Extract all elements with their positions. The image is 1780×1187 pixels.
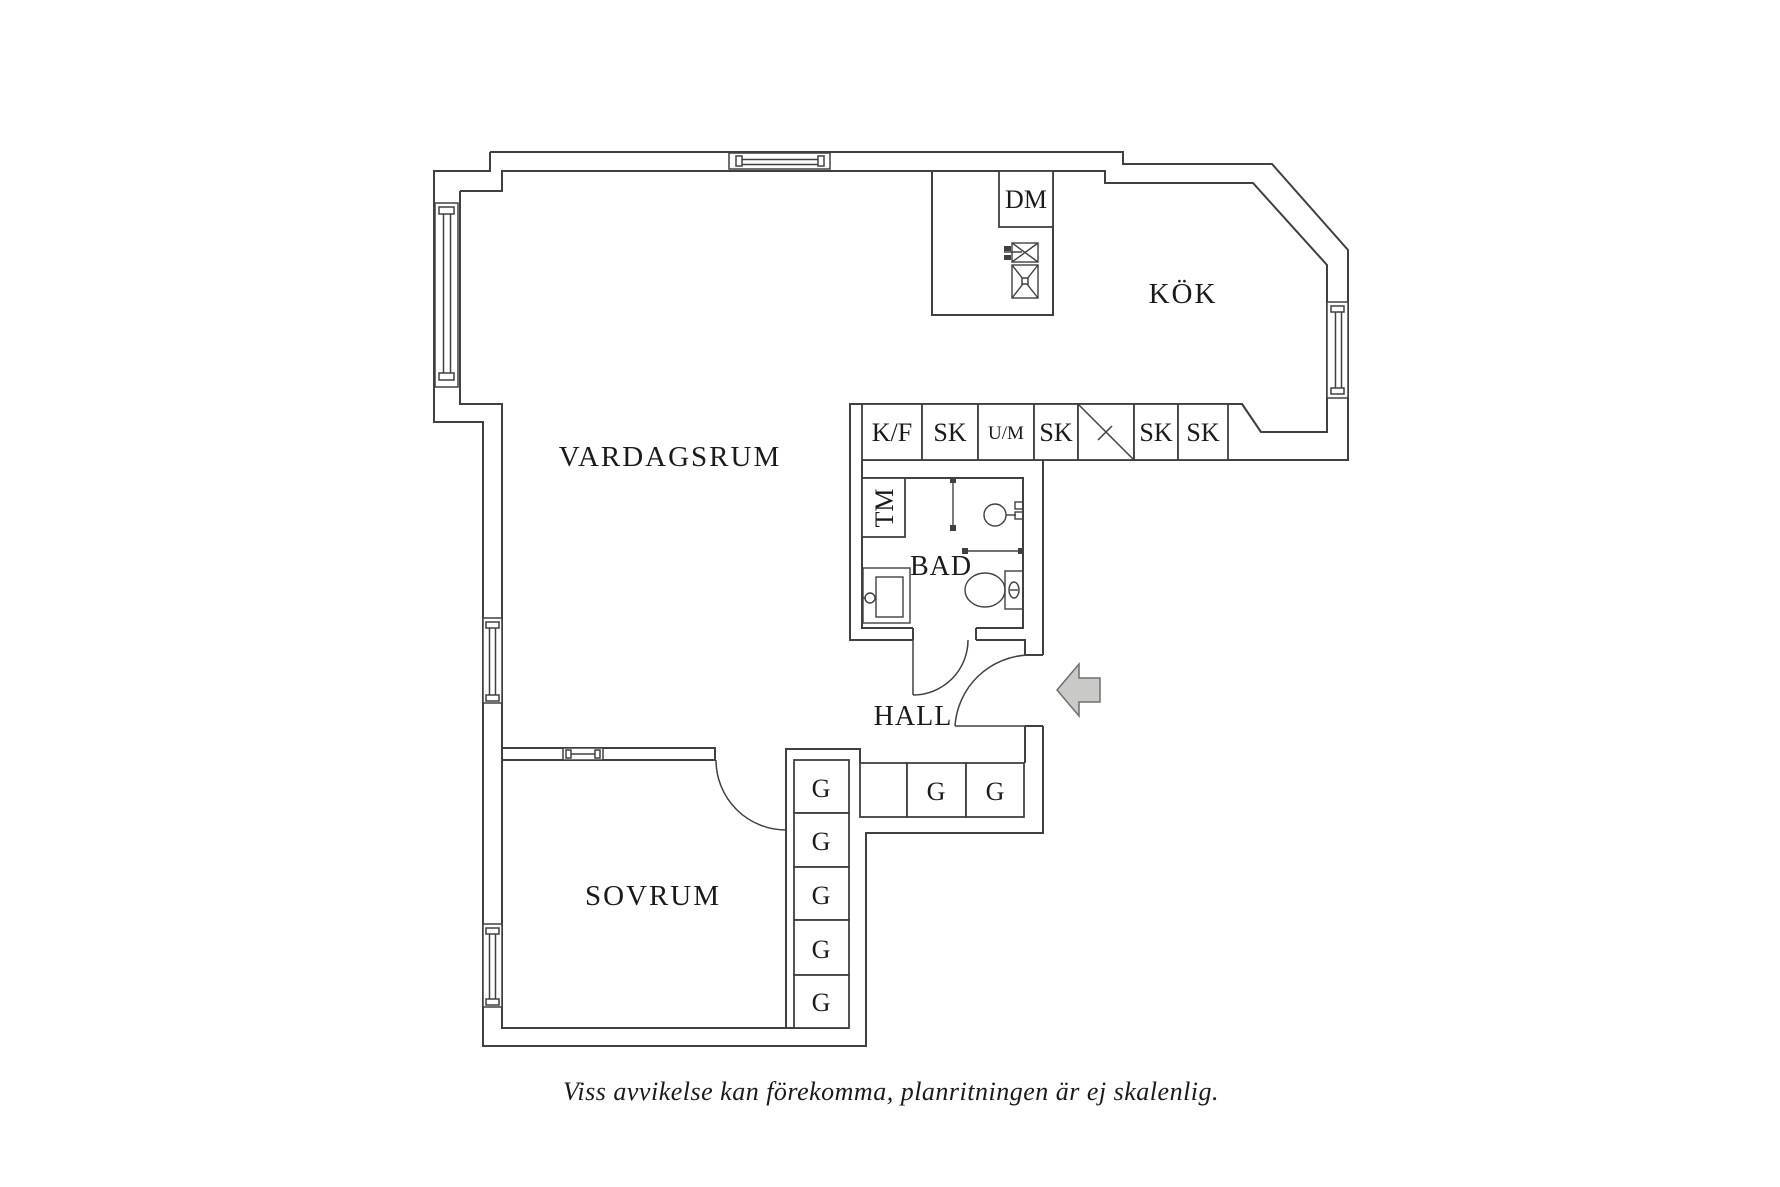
windows [434, 152, 1349, 1008]
closet-cell [861, 403, 923, 461]
diagonal-mark-icon [1077, 403, 1135, 461]
bathroom-door-icon [912, 639, 969, 696]
appliance-label-washing-machine: TM [870, 489, 899, 528]
wardrobe-cell [965, 762, 1025, 818]
kitchen-counter [931, 171, 1054, 316]
wardrobe-column-wall [785, 748, 861, 1028]
closet-cell [1133, 403, 1179, 461]
wardrobe-cell [793, 812, 850, 868]
wardrobe-label: G [927, 777, 946, 806]
toilet-icon [964, 570, 1024, 610]
wardrobe-cell [859, 762, 908, 818]
shower-screen [950, 477, 956, 531]
wardrobe-label: G [812, 988, 831, 1017]
doors [715, 639, 1043, 831]
wardrobe-label: G [812, 935, 831, 964]
entrance-door-icon [954, 654, 1043, 727]
room-label-kitchen: KÖK [1149, 278, 1218, 310]
dishwasher [998, 170, 1054, 228]
wardrobe-label: G [812, 827, 831, 856]
sink-icon [1004, 242, 1039, 263]
stove-icon [1011, 264, 1039, 299]
room-label-bathroom: BAD [910, 551, 972, 582]
appliance-label-dishwasher: DM [1005, 185, 1047, 214]
closet-label: K/F [872, 418, 912, 447]
wardrobe-cell [793, 974, 850, 1029]
washbasin-icon [862, 567, 911, 624]
entrance-opening-caps [1025, 654, 1043, 727]
closet-label: SK [1039, 418, 1072, 447]
wardrobe-label: G [812, 774, 831, 803]
window-icon [434, 202, 459, 388]
bedroom-divider-wall [502, 747, 716, 761]
closet-label: SK [1139, 418, 1172, 447]
closet-label: SK [933, 418, 966, 447]
room-label-hall: HALL [874, 701, 953, 732]
wardrobe-column: G G G G G [793, 759, 850, 1029]
wardrobe-cell [793, 919, 850, 976]
round-washbasin-icon [983, 501, 1024, 527]
closet-label: U/M [988, 423, 1024, 444]
entrance-arrow-icon [1056, 661, 1101, 719]
window-icon [728, 152, 831, 170]
wardrobe-label: G [812, 881, 831, 910]
room-label-living: VARDAGSRUM [559, 441, 782, 473]
closet-cell [977, 403, 1035, 461]
window-niche [459, 191, 849, 1029]
wardrobe-cell [793, 759, 850, 814]
caption: Viss avvikelse kan förekomma, planritnin… [563, 1077, 1219, 1106]
wardrobe-row: G G [859, 762, 1025, 818]
window-icon [1326, 301, 1349, 399]
window-icon [482, 617, 503, 704]
wardrobe-cell [793, 866, 850, 921]
closet-label: SK [1186, 418, 1219, 447]
vent-icon [562, 747, 604, 761]
room-label-bedroom: SOVRUM [585, 880, 721, 912]
bathroom-fixtures [861, 477, 1024, 624]
kitchen-fixtures [931, 170, 1054, 316]
wardrobe-label: G [986, 777, 1005, 806]
closet-cell [1177, 403, 1229, 461]
bedroom-door-icon [715, 759, 787, 831]
room-labels: VARDAGSRUM KÖK SOVRUM HALL BAD DM TM [559, 185, 1218, 912]
closet-cell [1033, 403, 1079, 461]
closet-row: K/F SK U/M SK SK SK [861, 403, 1229, 461]
shower-screen [962, 548, 1024, 554]
window-icon [482, 923, 503, 1008]
washing-machine [861, 477, 906, 538]
